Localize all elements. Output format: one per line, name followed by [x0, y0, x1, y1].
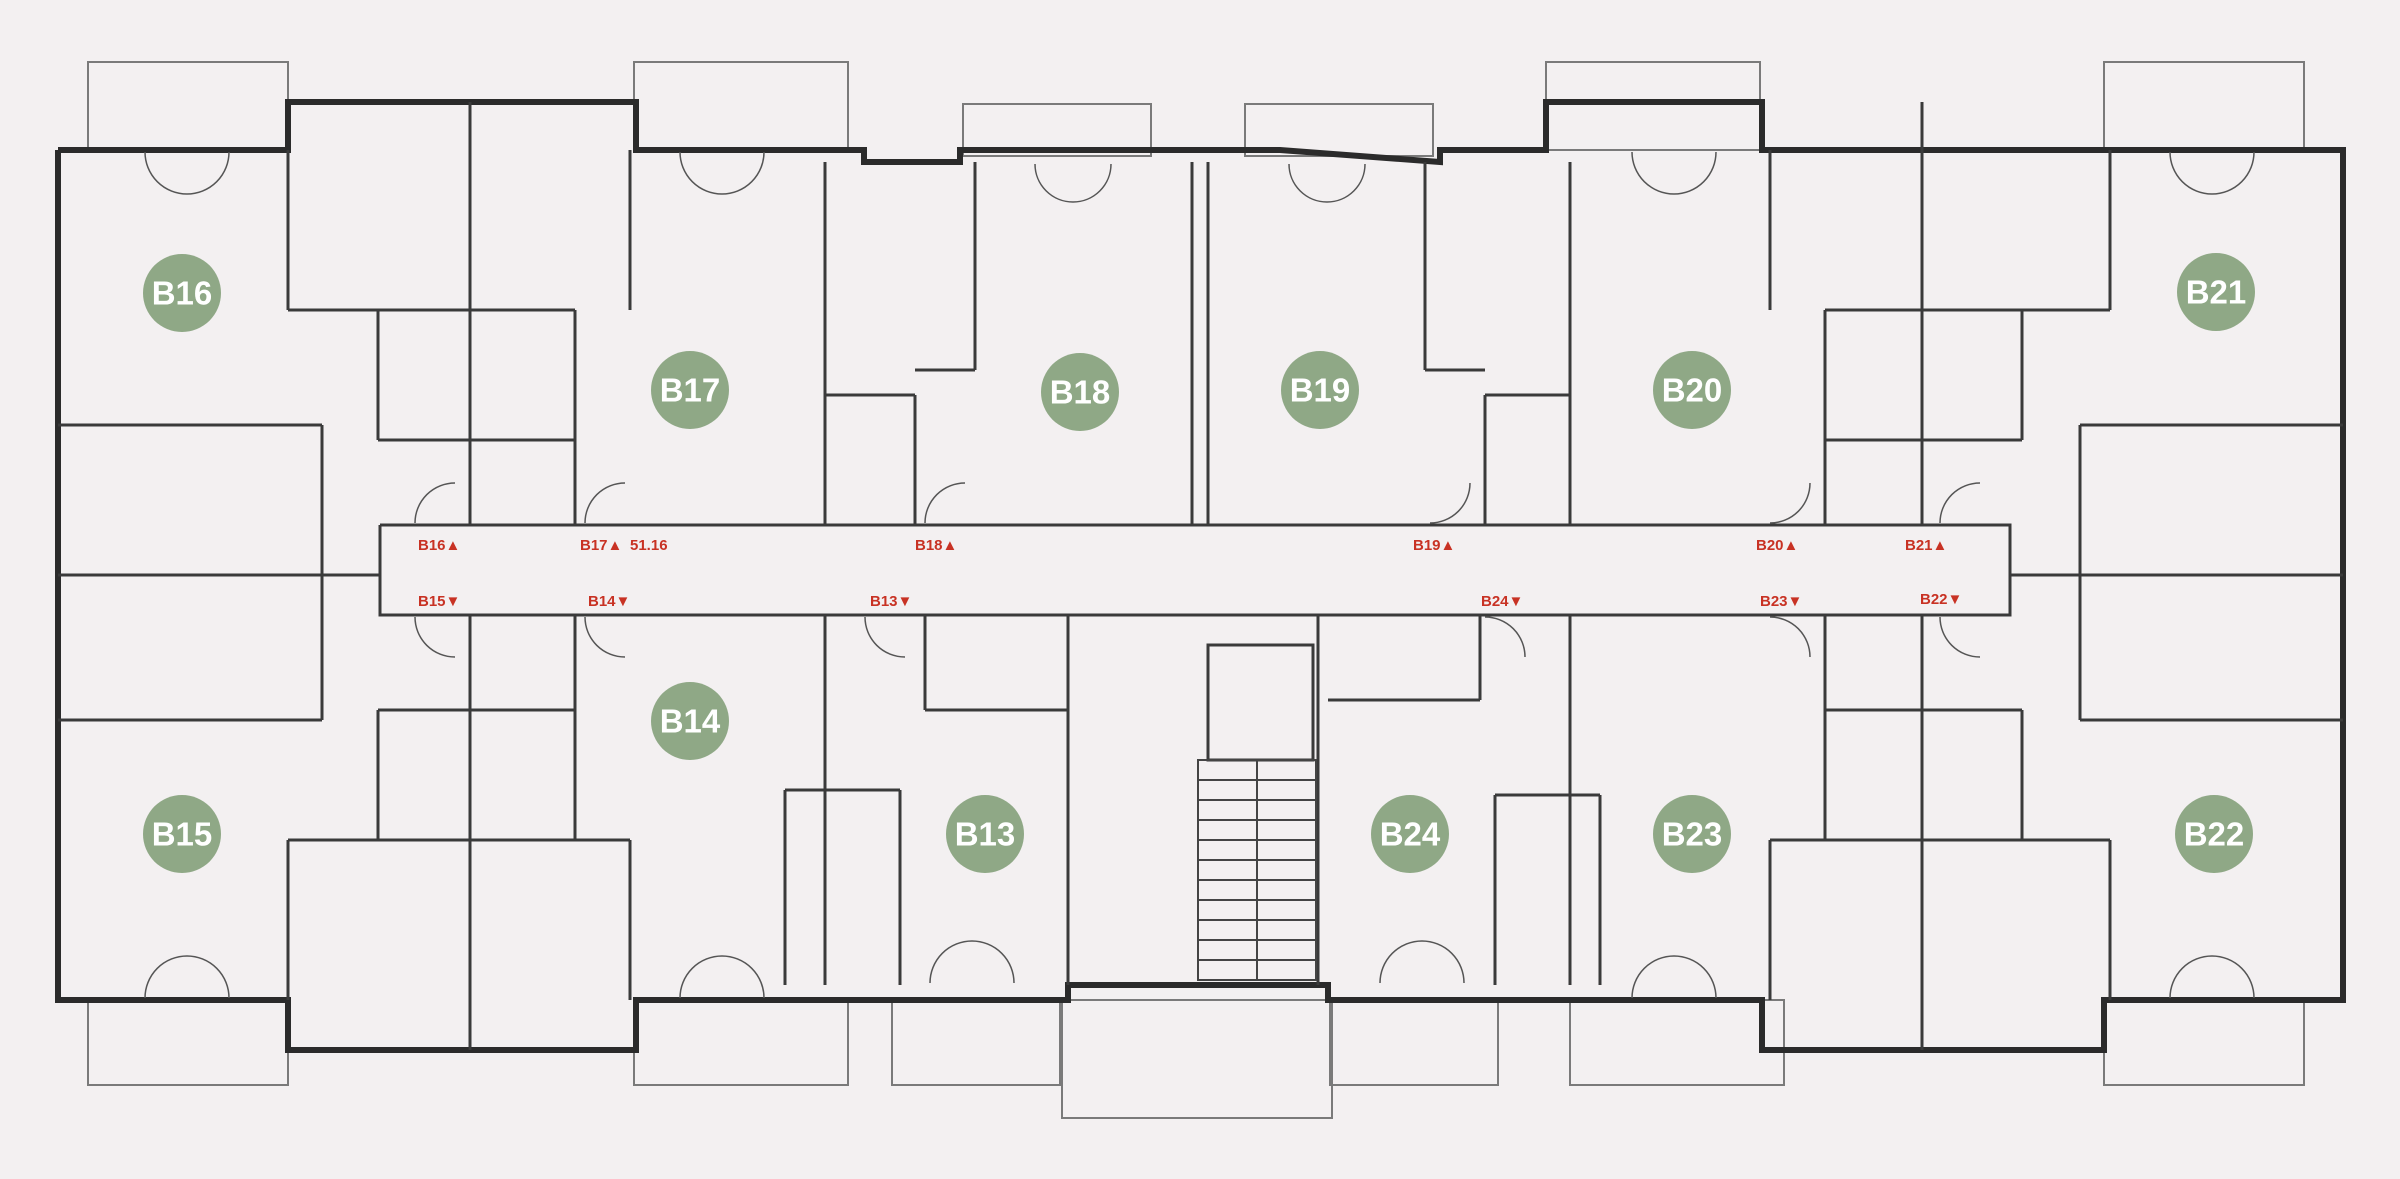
unit-badge-b13[interactable]: B13	[946, 795, 1024, 873]
unit-badge-b20[interactable]: B20	[1653, 351, 1731, 429]
entry-label-b23: B23▼	[1760, 593, 1802, 610]
balcony	[87, 61, 289, 151]
unit-circle[interactable]	[1371, 795, 1449, 873]
unit-badge-b19[interactable]: B19	[1281, 351, 1359, 429]
unit-circle[interactable]	[1653, 351, 1731, 429]
unit-circle[interactable]	[1281, 351, 1359, 429]
unit-badge-b24[interactable]: B24	[1371, 795, 1449, 873]
balcony	[1329, 999, 1499, 1086]
entry-label-b19: B19▲	[1413, 537, 1455, 554]
entry-labels: B16▲ B17▲ 51.16 B18▲ B19▲ B20▲ B21▲ B15▼…	[418, 537, 1962, 610]
entry-label-b24: B24▼	[1481, 593, 1523, 610]
unit-circle[interactable]	[143, 795, 221, 873]
elevator-shaft	[1206, 643, 1315, 762]
entry-label-b14: B14▼	[588, 593, 630, 610]
unit-circle[interactable]	[651, 682, 729, 760]
entry-label-b22: B22▼	[1920, 591, 1962, 608]
balcony	[633, 61, 849, 151]
balcony	[633, 999, 849, 1086]
entry-label-b17: B17▲	[580, 537, 622, 554]
entry-label-b18: B18▲	[915, 537, 957, 554]
balcony	[87, 999, 289, 1086]
interior-walls	[58, 102, 2343, 1050]
entry-label-b13: B13▼	[870, 593, 912, 610]
balcony	[2103, 61, 2305, 151]
balconies	[87, 61, 2305, 1119]
unit-badge-b17[interactable]: B17	[651, 351, 729, 429]
unit-circle[interactable]	[1653, 795, 1731, 873]
unit-badge-b21[interactable]: B21	[2177, 253, 2255, 331]
unit-circle[interactable]	[651, 351, 729, 429]
unit-circle[interactable]	[2175, 795, 2253, 873]
unit-badge-b22[interactable]: B22	[2175, 795, 2253, 873]
corridor	[378, 523, 2012, 617]
unit-badge-b18[interactable]: B18	[1041, 353, 1119, 431]
entry-label-b20: B20▲	[1756, 537, 1798, 554]
balcony	[1569, 999, 1785, 1086]
unit-circle[interactable]	[2177, 253, 2255, 331]
balcony	[1545, 61, 1761, 151]
balcony	[962, 103, 1152, 157]
unit-circle[interactable]	[143, 254, 221, 332]
unit-badge-b23[interactable]: B23	[1653, 795, 1731, 873]
unit-badge-b14[interactable]: B14	[651, 682, 729, 760]
entry-label-b15: B15▼	[418, 593, 460, 610]
balcony	[891, 999, 1061, 1086]
balcony	[2103, 999, 2305, 1086]
unit-circle[interactable]	[946, 795, 1024, 873]
entry-label-b21: B21▲	[1905, 537, 1947, 554]
unit-badge-b15[interactable]: B15	[143, 795, 221, 873]
staircase	[1197, 759, 1317, 981]
elevation-label: 51.16	[630, 537, 668, 554]
unit-badge-b16[interactable]: B16	[143, 254, 221, 332]
entry-label-b16: B16▲	[418, 537, 460, 554]
exterior-walls	[55, 99, 2346, 1053]
doors	[144, 151, 2255, 999]
unit-circle[interactable]	[1041, 353, 1119, 431]
balcony	[1061, 999, 1333, 1119]
